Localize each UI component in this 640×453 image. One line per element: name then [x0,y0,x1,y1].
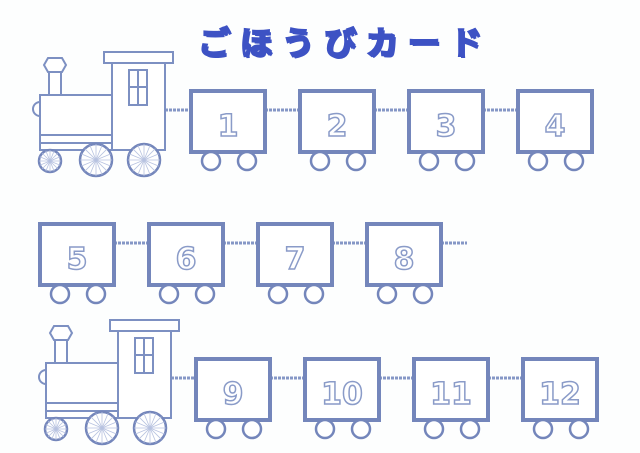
stamp-number: 8 [394,242,415,277]
stamp-number: 1 [218,109,239,144]
car-body [516,89,594,154]
stamp-number: 11 [430,377,472,412]
car-body [407,89,485,154]
car-wheel [350,418,372,440]
car-wheel [49,283,71,305]
buffer [38,369,47,385]
car-wheel [200,150,222,172]
wheel-spoke [135,421,165,435]
car-body [412,357,490,422]
boiler [45,362,119,419]
train-car-12: 12 [521,357,599,440]
cab-roof [103,51,174,64]
car-wheel [194,283,216,305]
stamp-number: 5 [67,242,88,277]
car-wheel [459,418,481,440]
train-car-6: 6 [147,222,225,305]
stamp-number: 12 [539,377,581,412]
stamp-number: 4 [545,109,566,144]
car-body [298,89,376,154]
locomotive [32,51,174,178]
wheel-spoke [129,153,159,167]
car-wheel [527,150,549,172]
car-wheel [267,283,289,305]
buffer [32,101,41,117]
car-wheel [241,418,263,440]
car-wheel [303,283,325,305]
car-body [521,357,599,422]
car-body [194,357,272,422]
train-car-5: 5 [38,222,116,305]
stamp-number: 9 [223,377,244,412]
car-wheel [418,150,440,172]
locomotive [38,319,180,446]
car-wheel [568,418,590,440]
car-wheel [314,418,336,440]
car-body [38,222,116,287]
car-wheel [205,418,227,440]
car-body [303,357,381,422]
car-body [189,89,267,154]
car-wheel [376,283,398,305]
wheel-spoke [81,153,111,167]
chimney [54,339,68,364]
boiler [39,94,113,151]
train-car-1: 1 [189,89,267,172]
car-wheel [532,418,554,440]
train-car-9: 9 [194,357,272,440]
stamp-number: 10 [321,377,363,412]
cab-roof [109,319,180,332]
stamp-number: 7 [285,242,306,277]
wheel-spoke [87,421,117,435]
wheel-spoke [39,156,61,166]
stamp-number: 6 [176,242,197,277]
car-wheel [345,150,367,172]
stamp-number: 2 [327,109,348,144]
train-car-7: 7 [256,222,334,305]
car-body [147,222,225,287]
stamp-number: 3 [436,109,457,144]
car-wheel [454,150,476,172]
car-wheel [423,418,445,440]
card-title: ごほうびカード [197,23,492,63]
car-wheel [412,283,434,305]
chimney-cap [48,325,74,341]
car-body [256,222,334,287]
car-wheel [309,150,331,172]
train-car-8: 8 [365,222,443,305]
car-wheel [85,283,107,305]
train-car-11: 11 [412,357,490,440]
train-car-4: 4 [516,89,594,172]
chimney [48,71,62,96]
train-car-3: 3 [407,89,485,172]
wheel-spoke [45,424,67,434]
train-car-10: 10 [303,357,381,440]
train-car-2: 2 [298,89,376,172]
car-body [365,222,443,287]
car-wheel [158,283,180,305]
car-wheel [563,150,585,172]
car-wheel [236,150,258,172]
chimney-cap [42,57,68,73]
